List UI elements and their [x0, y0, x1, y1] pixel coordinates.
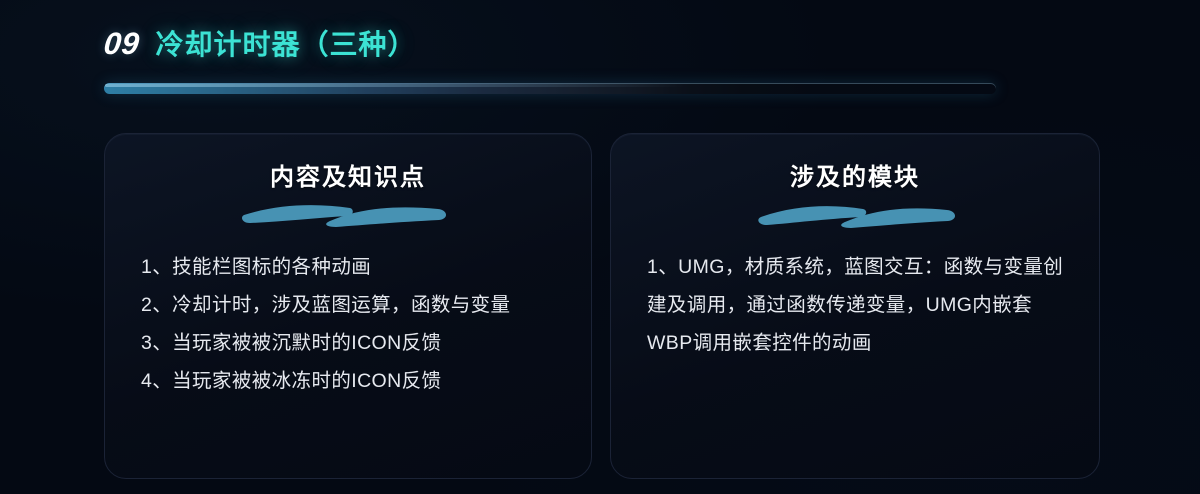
section-header: 09 冷却计时器（三种） [102, 26, 1104, 98]
list-item: 1、UMG，材质系统，蓝图交互：函数与变量创建及调用，通过函数传递变量，UMG内… [647, 256, 1064, 354]
card-modules-involved: 涉及的模块 1、UMG，材质系统，蓝图交互：函数与变量创建及调用，通过函数传递变… [610, 133, 1100, 479]
list-item: 1、技能栏图标的各种动画 [141, 256, 372, 278]
list-item: 4、当玩家被被冰冻时的ICON反馈 [141, 370, 442, 392]
card-content-and-knowledge: 内容及知识点 1、技能栏图标的各种动画 2、冷却计时，涉及蓝图运算，函数与变量 … [104, 133, 592, 479]
list-item: 3、当玩家被被沉默时的ICON反馈 [141, 332, 442, 354]
card-title-content-and-knowledge: 内容及知识点 [270, 164, 426, 191]
page-title: 冷却计时器（三种） [155, 29, 417, 60]
card-title-wrap-left: 内容及知识点 [127, 162, 569, 236]
card-title-wrap-right: 涉及的模块 [633, 162, 1077, 236]
brush-underline-icon [745, 195, 965, 229]
card-body-content-and-knowledge: 1、技能栏图标的各种动画 2、冷却计时，涉及蓝图运算，函数与变量 3、当玩家被被… [127, 248, 569, 400]
cards-container: 内容及知识点 1、技能栏图标的各种动画 2、冷却计时，涉及蓝图运算，函数与变量 … [104, 133, 1100, 479]
card-title-modules-involved: 涉及的模块 [790, 164, 920, 191]
list-item: 2、冷却计时，涉及蓝图运算，函数与变量 [141, 294, 511, 316]
header-gradient-bar [104, 83, 996, 94]
brush-underline-icon [238, 195, 458, 229]
card-body-modules-involved: 1、UMG，材质系统，蓝图交互：函数与变量创建及调用，通过函数传递变量，UMG内… [633, 248, 1077, 362]
section-header-row: 09 冷却计时器（三种） [102, 26, 1104, 78]
section-number: 09 [102, 26, 142, 61]
